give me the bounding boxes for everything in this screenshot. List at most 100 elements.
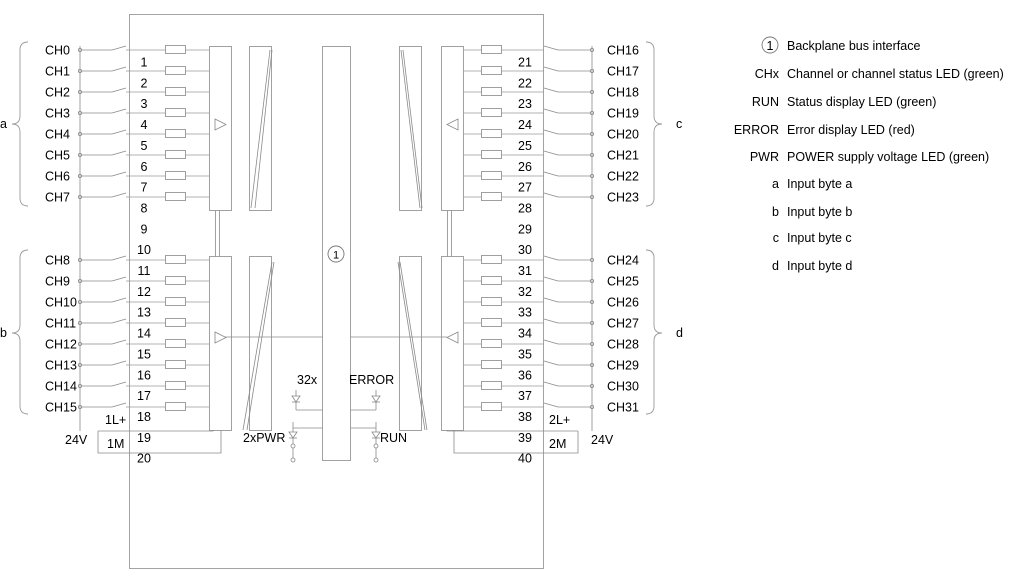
- left-channel-label: CH3: [45, 107, 70, 121]
- right-lower-arrow-icon: [446, 331, 459, 344]
- right-channel-switch: [543, 87, 559, 93]
- left-channel-label: CH12: [45, 338, 77, 352]
- left-channel-switch: [111, 402, 127, 408]
- legend-key: c: [773, 231, 779, 245]
- right-channel-switch: [543, 108, 559, 114]
- left-pin-number: 12: [137, 285, 151, 299]
- left-channel-label: CH14: [45, 380, 77, 394]
- group-label-b: b: [0, 326, 7, 340]
- left-input-block-upper: [209, 46, 232, 211]
- right-channel-label: CH20: [607, 128, 639, 142]
- left-pin-number: 17: [137, 389, 151, 403]
- left-channel-label: CH7: [45, 191, 70, 205]
- left-pin-number: 1: [141, 56, 148, 70]
- right-channel-switch: [543, 192, 559, 198]
- right-channel-label: CH17: [607, 65, 639, 79]
- led-count-label: 32x: [297, 373, 318, 387]
- right-channel-label: CH31: [607, 401, 639, 415]
- left-channel-switch: [111, 255, 127, 261]
- right-pin-number: 23: [518, 97, 532, 111]
- left-channel-label: CH9: [45, 275, 70, 289]
- left-pin-number: 16: [137, 368, 151, 382]
- wiring-rows: 1234567891011121314151617181920212223242…: [45, 44, 639, 466]
- right-channel-label: CH30: [607, 380, 639, 394]
- right-channel-label: CH25: [607, 275, 639, 289]
- right-pin-number: 36: [518, 368, 532, 382]
- left-channel-label: CH6: [45, 170, 70, 184]
- right-channel-label: CH18: [607, 86, 639, 100]
- left-channel-switch: [111, 276, 127, 282]
- right-channel-led: [481, 255, 502, 264]
- left-pin-number: 20: [137, 452, 151, 466]
- right-channel-label: CH23: [607, 191, 639, 205]
- left-channel-switch: [111, 339, 127, 345]
- right-channel-switch: [543, 255, 559, 261]
- legend-text: Status display LED (green): [787, 95, 936, 109]
- legend-text: POWER supply voltage LED (green): [787, 150, 989, 164]
- legend-text: Input byte a: [787, 177, 852, 191]
- right-channel-switch: [543, 45, 559, 51]
- right-channel-led: [481, 129, 502, 138]
- left-channel-switch: [111, 360, 127, 366]
- left-channel-switch: [111, 297, 127, 303]
- legend-key: b: [772, 205, 779, 219]
- legend-text: Input byte d: [787, 259, 852, 273]
- right-plus-label: 2L+: [549, 413, 570, 427]
- right-channel-label: CH21: [607, 149, 639, 163]
- right-channel-switch: [543, 276, 559, 282]
- right-channel-label: CH29: [607, 359, 639, 373]
- left-channel-led: [165, 255, 186, 264]
- left-pin-number: 18: [137, 410, 151, 424]
- right-channel-switch: [543, 318, 559, 324]
- right-channel-led: [481, 192, 502, 201]
- error-led-icon: [350, 390, 381, 411]
- left-upper-arrow-icon: [214, 118, 227, 131]
- right-channel-led: [481, 381, 502, 390]
- right-channel-led: [481, 276, 502, 285]
- right-channel-led: [481, 297, 502, 306]
- right-channel-led: [481, 150, 502, 159]
- left-pin-number: 10: [137, 243, 151, 257]
- right-pin-number: 30: [518, 243, 532, 257]
- right-pin-number: 32: [518, 285, 532, 299]
- left-channel-label: CH1: [45, 65, 70, 79]
- left-channel-led: [165, 402, 186, 411]
- right-input-block-lower: [441, 256, 464, 431]
- left-channel-led: [165, 171, 186, 180]
- right-pin-number: 39: [518, 431, 532, 445]
- left-minus-label: 1M: [107, 437, 124, 451]
- pwr-led-label: 2xPWR: [243, 431, 285, 445]
- right-pin-number: 38: [518, 410, 532, 424]
- right-pin-number: 34: [518, 327, 532, 341]
- left-channel-switch: [111, 171, 127, 177]
- left-pin-number: 14: [137, 327, 151, 341]
- left-pin-number: 2: [141, 76, 148, 90]
- right-pin-number: 28: [518, 201, 532, 215]
- left-pin-number: 4: [141, 118, 148, 132]
- left-channel-label: CH15: [45, 401, 77, 415]
- right-channel-switch: [543, 171, 559, 177]
- left-channel-switch: [111, 192, 127, 198]
- brace-b: [11, 249, 29, 415]
- left-channel-label: CH8: [45, 254, 70, 268]
- left-lower-arrow-icon: [214, 331, 227, 344]
- right-channel-label: CH22: [607, 170, 639, 184]
- left-channel-led: [165, 45, 186, 54]
- right-channel-led: [481, 402, 502, 411]
- left-pin-number: 13: [137, 306, 151, 320]
- left-channel-led: [165, 129, 186, 138]
- right-channel-label: CH16: [607, 44, 639, 58]
- run-led-label: RUN: [380, 431, 407, 445]
- right-channel-label: CH27: [607, 317, 639, 331]
- left-channel-label: CH0: [45, 44, 70, 58]
- right-minus-label: 2M: [549, 437, 566, 451]
- legend-key: RUN: [752, 95, 779, 109]
- right-pin-number: 22: [518, 76, 532, 90]
- right-voltage-label: 24V: [591, 433, 614, 447]
- legend-marker-circle: [761, 36, 779, 54]
- left-channel-switch: [111, 150, 127, 156]
- right-opto-block-lower: [399, 256, 422, 431]
- brace-d: [645, 249, 663, 415]
- backplane-bus-bar: [322, 46, 351, 461]
- brace-c: [645, 41, 663, 207]
